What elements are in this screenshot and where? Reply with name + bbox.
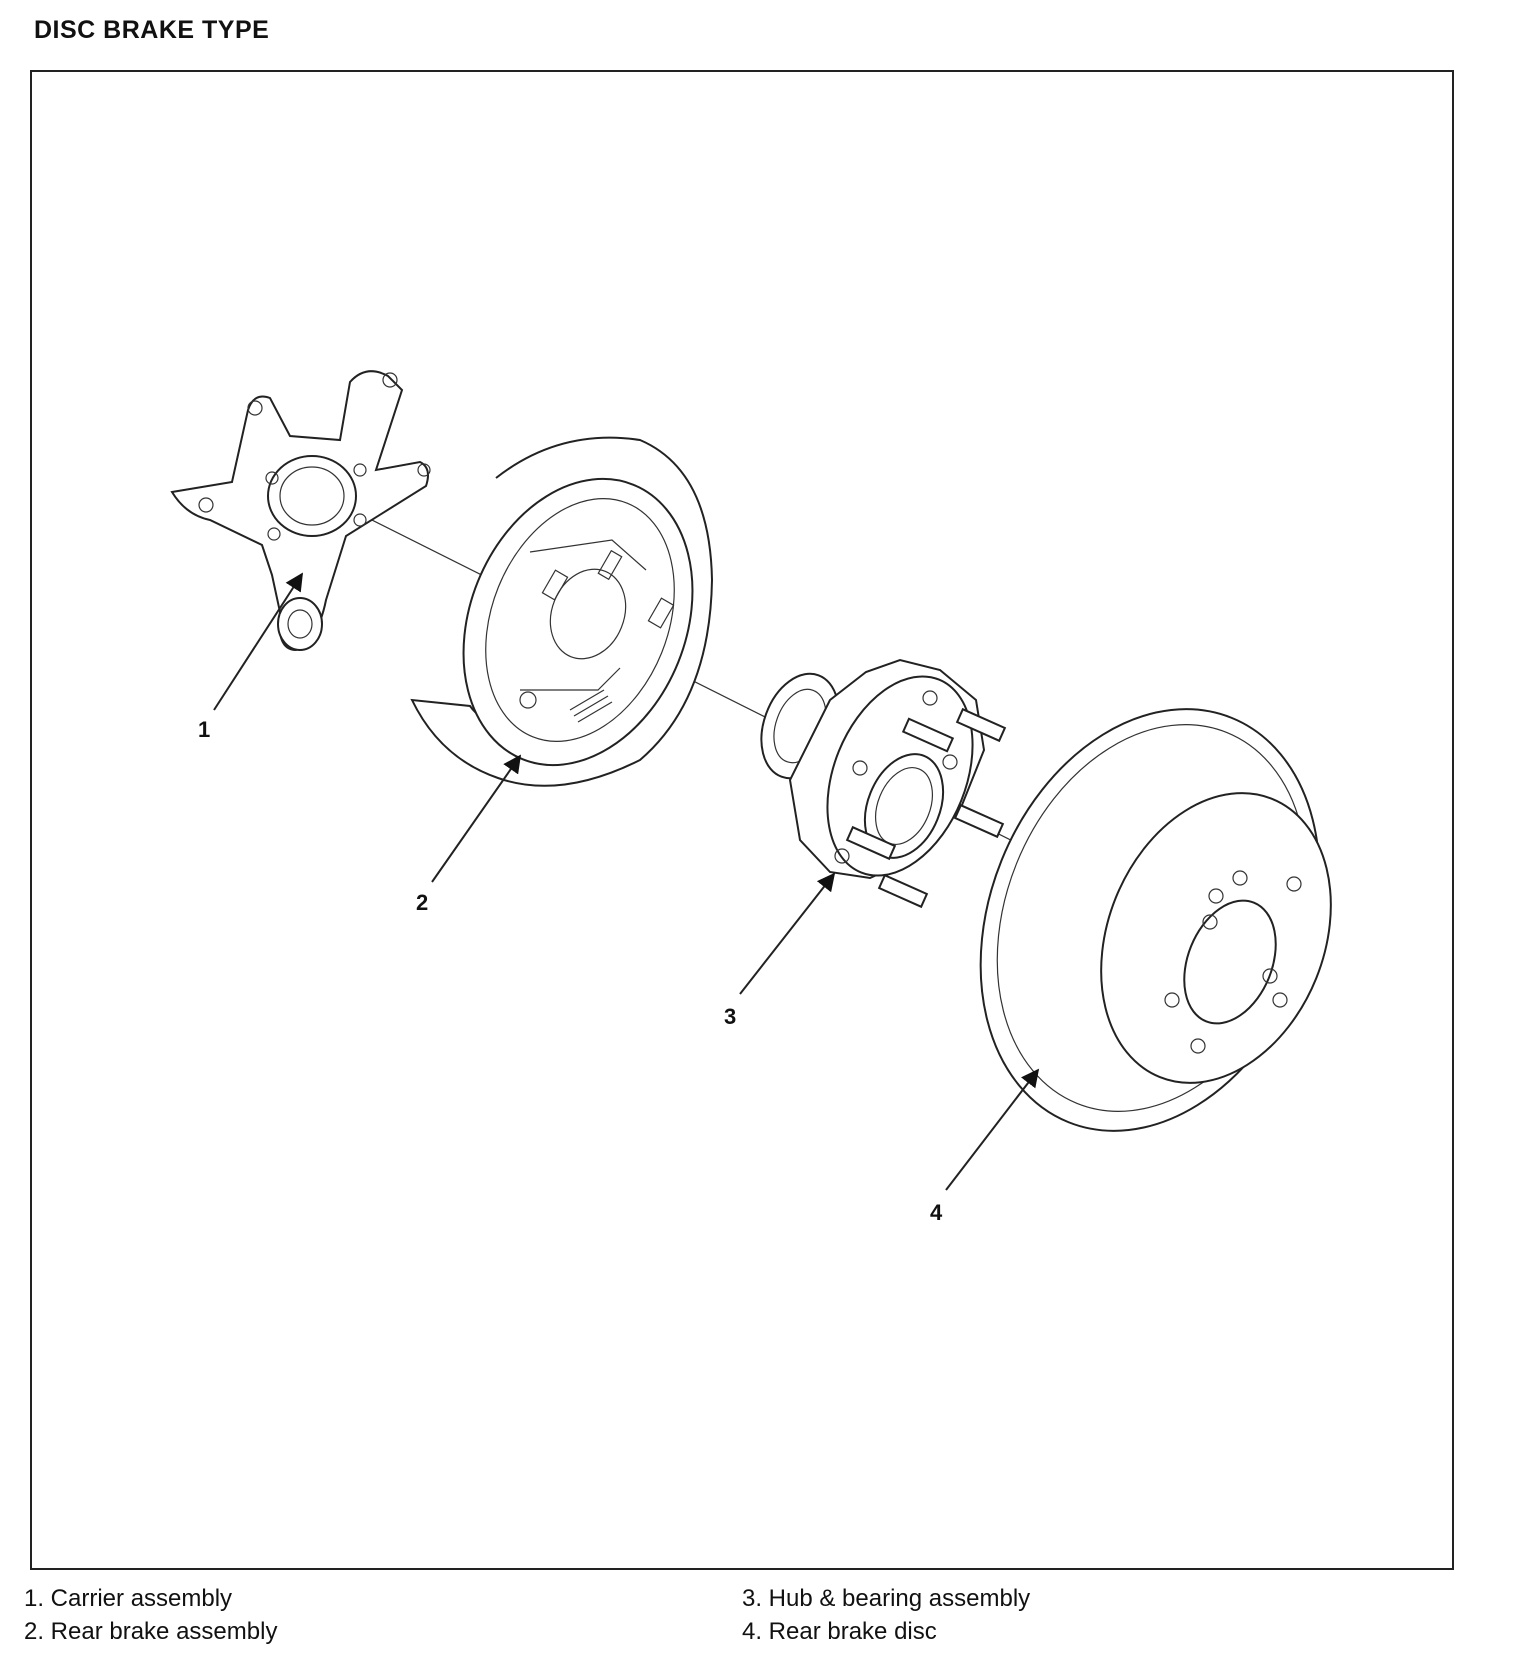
legend-item-hub-bearing-assembly: 3. Hub & bearing assembly [742,1585,1031,1612]
carrier-assembly-drawing [170,370,431,652]
legend-item-rear-brake-assembly: 2. Rear brake assembly [24,1618,278,1645]
rear-brake-assembly-drawing [410,436,714,787]
legend-left-column: 1. Carrier assembly 2. Rear brake assemb… [24,1582,277,1648]
callout-1-leader [213,572,303,711]
callout-4-leader [945,1068,1040,1191]
legend-item-carrier-assembly: 1. Carrier assembly [24,1585,233,1612]
diagram-title: DISC BRAKE TYPE [34,16,270,44]
callout-2: 2 [416,890,428,915]
callout-3-leader [739,872,836,995]
legend-item-rear-brake-disc: 4. Rear brake disc [742,1618,937,1645]
callout-3: 3 [724,1004,736,1029]
callout-4: 4 [930,1200,943,1225]
rear-brake-disc-drawing [979,708,1332,1132]
diagram-frame [30,70,1454,1570]
legend-right-column: 3. Hub & bearing assembly 4. Rear brake … [742,1582,1030,1648]
callout-2-leader [431,754,522,883]
callout-1: 1 [198,717,210,742]
hub-bearing-assembly-drawing [760,658,1007,909]
